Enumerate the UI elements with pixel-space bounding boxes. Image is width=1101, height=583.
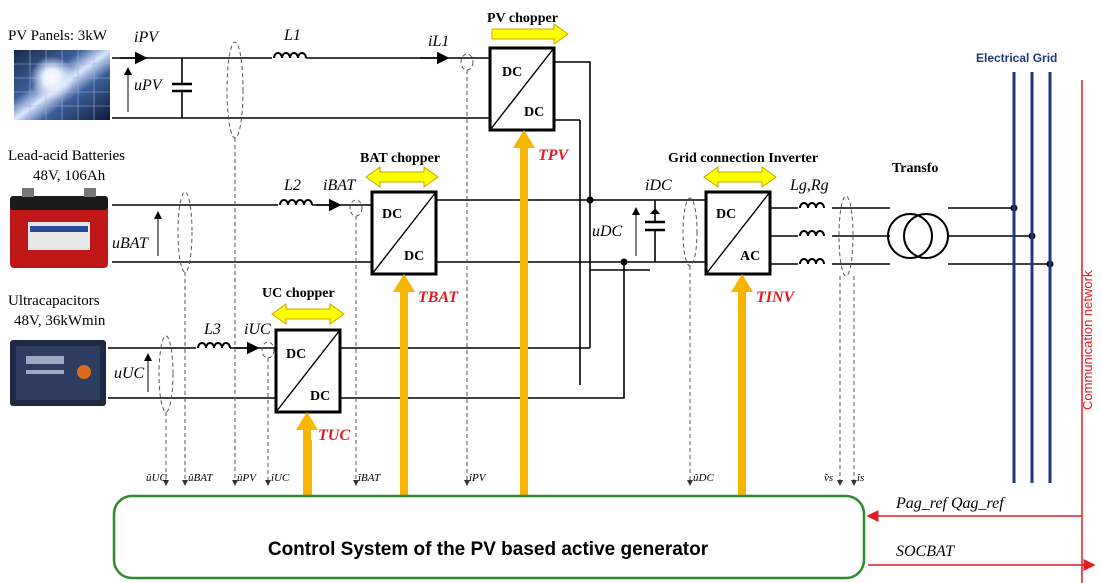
- uc-title-2: 48V, 36kWmin: [14, 313, 106, 329]
- bat-chopper-box: DC DC: [370, 190, 438, 276]
- uc-chopper-title: UC chopper: [262, 286, 335, 301]
- i-dc-label: iDC: [645, 177, 672, 194]
- grid-filter-inductors: [770, 200, 890, 270]
- inverter-power-arrow: [703, 166, 777, 188]
- soc-label: SOCBAT: [896, 543, 955, 560]
- ultracapacitor-image: [10, 340, 106, 406]
- pv-chopper-out-positive: [554, 61, 650, 271]
- meas-i-pv: îPV: [469, 472, 487, 484]
- meas-i-uc: îUC: [271, 472, 290, 484]
- i-pv-label: iPV: [134, 29, 160, 46]
- pv-panel-image: [14, 50, 110, 120]
- inverter-dc: DC: [716, 207, 736, 222]
- t-uc-label: TUC: [318, 427, 350, 444]
- meas-v-s: v̂s: [824, 472, 833, 484]
- transformer: [887, 213, 949, 259]
- t-pv-arrow: [513, 130, 535, 500]
- control-arrows: [296, 130, 753, 500]
- battery-image: [10, 188, 108, 268]
- inverter-title: Grid connection Inverter: [668, 151, 818, 166]
- battery-title-1: Lead-acid Batteries: [8, 148, 125, 164]
- i-l1-label: iL1: [428, 33, 449, 50]
- pv-capacitor: [172, 58, 192, 118]
- meas-u-uc: ûUC: [146, 472, 167, 484]
- u-uc-label: uUC: [114, 365, 145, 382]
- meas-u-pv: ûPV: [237, 472, 257, 484]
- communication-network-label: Communication network: [1080, 270, 1095, 410]
- pv-chopper-dc-in: DC: [502, 65, 522, 80]
- meas-u-bat: ûBAT: [188, 472, 214, 484]
- lg-rg-label: Lg,Rg: [789, 177, 829, 194]
- control-system-label: Control System of the PV based active ge…: [268, 539, 709, 560]
- pv-chopper-power-arrow: [491, 23, 569, 45]
- electrical-grid-title: Electrical Grid: [976, 51, 1057, 65]
- uc-title-1: Ultracapacitors: [8, 293, 100, 309]
- i-uc-label: iUC: [244, 321, 271, 338]
- pv-panels-title: PV Panels: 3kW: [8, 28, 108, 44]
- t-uc-stem: [304, 440, 312, 500]
- t-bat-arrow: [393, 274, 415, 500]
- pv-chopper-dc-out: DC: [524, 105, 544, 120]
- uc-chopper-power-arrow: [271, 303, 345, 325]
- inductor-l2: [278, 197, 313, 211]
- l1-label: L1: [283, 27, 301, 44]
- control-system-box: [112, 494, 866, 580]
- battery-title-2: 48V, 106Ah: [33, 168, 106, 184]
- pq-ref-label: Pag_ref Qag_ref: [895, 495, 1006, 512]
- pv-chopper-title: PV chopper: [487, 11, 558, 26]
- inverter-ac: AC: [740, 249, 760, 264]
- pv-chopper-box: DC DC: [488, 46, 556, 132]
- inductor-l1: [272, 50, 307, 64]
- inverter-box: DC AC: [704, 190, 772, 276]
- t-pv-label: TPV: [538, 147, 570, 164]
- bat-chopper-dc-out: DC: [404, 249, 424, 264]
- meas-i-s: îs: [857, 472, 864, 484]
- t-bat-label: TBAT: [418, 289, 459, 306]
- inductor-l3: [196, 340, 231, 354]
- transfo-title: Transfo: [892, 161, 938, 176]
- meas-u-dc: ûDC: [693, 472, 714, 484]
- u-dc-label: uDC: [592, 223, 623, 240]
- i-bat-label: iBAT: [323, 177, 356, 194]
- l3-label: L3: [203, 321, 221, 338]
- bat-chopper-power-arrow: [365, 166, 439, 188]
- bat-chopper-title: BAT chopper: [360, 151, 440, 166]
- measurement-probes: [158, 41, 857, 486]
- meas-i-bat: îBAT: [358, 472, 381, 484]
- uc-out-negative: [340, 262, 625, 399]
- uc-chopper-dc-out: DC: [310, 389, 330, 404]
- u-pv-label: uPV: [134, 77, 164, 94]
- t-inv-label: TINV: [756, 289, 796, 306]
- bat-chopper-dc-in: DC: [382, 207, 402, 222]
- u-bat-label: uBAT: [112, 235, 149, 252]
- l2-label: L2: [283, 177, 301, 194]
- uc-chopper-box: DC DC: [274, 328, 342, 414]
- uc-chopper-dc-in: DC: [286, 347, 306, 362]
- t-inv-arrow: [731, 274, 753, 500]
